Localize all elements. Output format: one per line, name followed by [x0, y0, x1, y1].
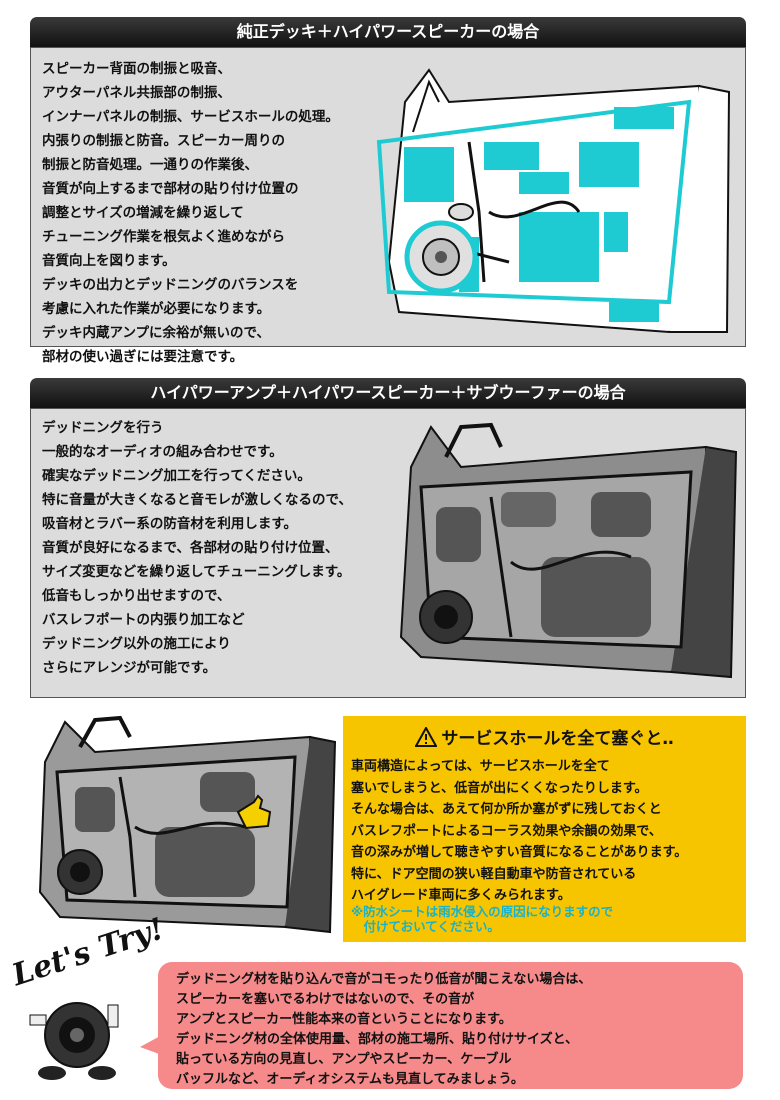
warning-box: サービスホールを全て塞ぐと‥ 車両構造によっては、サービスホールを全て 塞いでし… [343, 716, 746, 942]
section2-panel: デッドニングを行う 一般的なオーディオの組み合わせです。 確実なデッドニング加工… [30, 408, 746, 698]
warning-icon [414, 725, 439, 747]
speaker-mascot-icon [29, 1002, 119, 1080]
section2-body: デッドニングを行う 一般的なオーディオの組み合わせです。 確実なデッドニング加工… [42, 420, 352, 676]
tip-body: デッドニング材を貼り込んで音がコモったり低音が聞こえない場合は、 スピーカーを塞… [176, 972, 592, 1087]
tip-box: デッドニング材を貼り込んで音がコモったり低音が聞こえない場合は、 スピーカーを塞… [158, 962, 743, 1089]
tip-pointer [140, 1035, 162, 1055]
section1-panel: スピーカー背面の制振と吸音、 アウターパネル共振部の制振、 インナーパネルの制振… [30, 47, 746, 365]
pointing-hand-icon [236, 794, 272, 830]
door-diagram-3 [38, 715, 337, 934]
warning-title-row: サービスホールを全て塞ぐと‥ [343, 724, 746, 749]
door-diagram-2 [399, 422, 738, 679]
section1-header: 純正デッキ＋ハイパワースピーカーの場合 [30, 17, 746, 47]
warning-title: サービスホールを全て塞ぐと‥ [441, 729, 674, 749]
warning-note: ※防水シートは雨水侵入の原因になりますので 付けておいてください。 [351, 904, 614, 934]
door-diagram-1 [376, 68, 731, 334]
warning-body: 車両構造によっては、サービスホールを全て 塞いでしまうと、低音が出にくくなったり… [351, 759, 688, 903]
section2-header: ハイパワーアンプ＋ハイパワースピーカー＋サブウーファーの場合 [30, 378, 746, 408]
section1-body: スピーカー背面の制振と吸音、 アウターパネル共振部の制振、 インナーパネルの制振… [42, 61, 339, 365]
